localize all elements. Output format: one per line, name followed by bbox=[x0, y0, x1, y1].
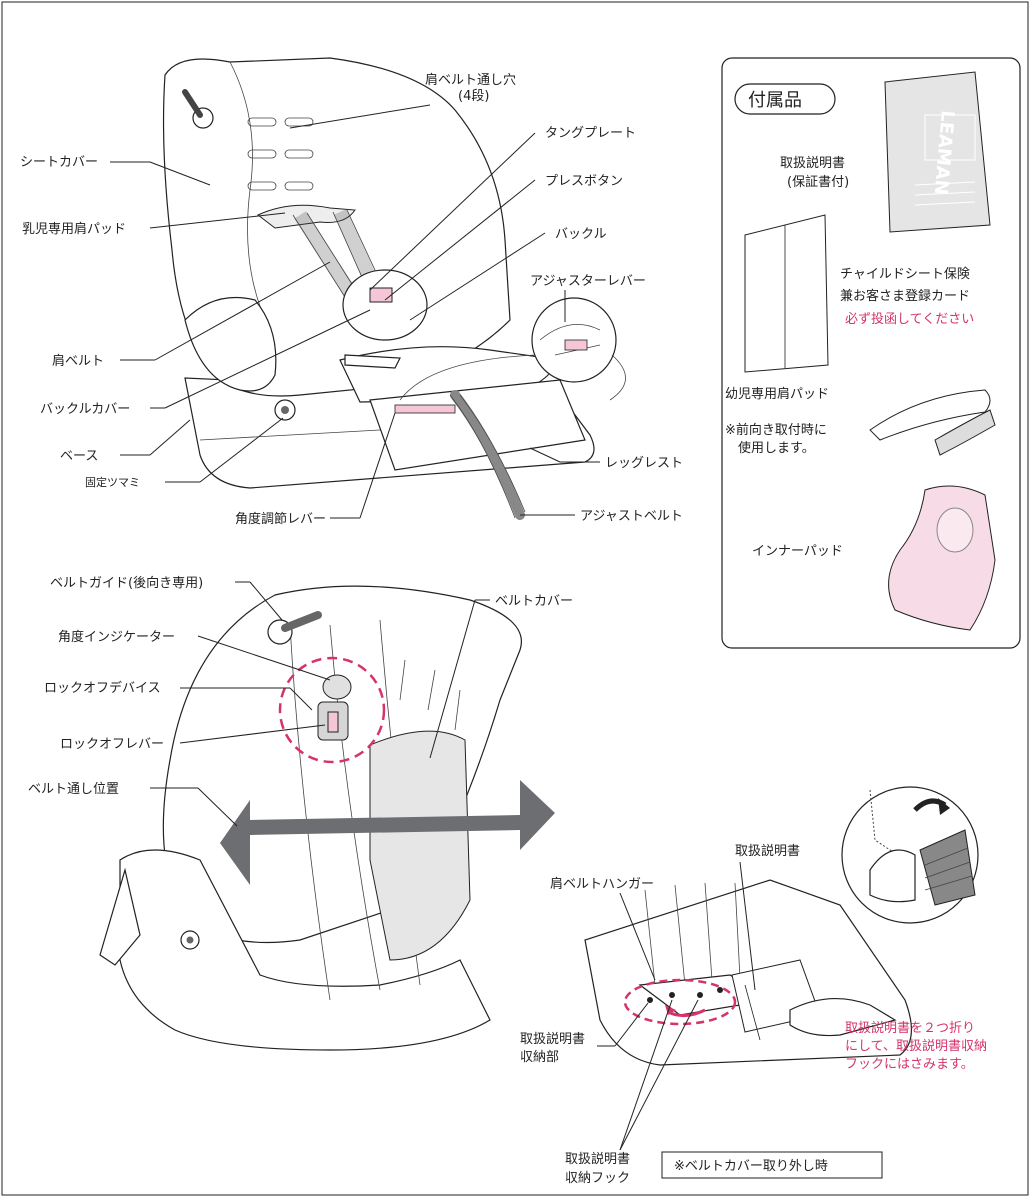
acc-card-note: 必ず投函してください bbox=[845, 311, 974, 327]
lower-seat-illustration bbox=[99, 585, 555, 1051]
label-leg-rest: レッグレスト bbox=[605, 456, 683, 471]
label-storage-area1: 取扱説明書 bbox=[520, 1031, 585, 1047]
label-storage-area2: 収納部 bbox=[520, 1050, 559, 1065]
acc-toddler-note1: ※前向き取付時に bbox=[725, 422, 827, 438]
acc-manual-sub: (保証書付) bbox=[787, 175, 849, 190]
label-buckle-cover: バックルカバー bbox=[40, 402, 130, 417]
label-angle-lever: 角度調節レバー bbox=[235, 511, 326, 527]
label-press-button: プレスボタン bbox=[545, 174, 623, 189]
label-adjust-belt: アジャストベルト bbox=[580, 509, 683, 524]
label-lockoff-lever: ロックオフレバー bbox=[60, 737, 164, 752]
label-pink-note1: 取扱説明書を２つ折り bbox=[845, 1020, 975, 1036]
top-labels: 肩ベルト通し穴 (4段) タングプレート プレスボタン バックル アジャスターレ… bbox=[20, 72, 683, 527]
label-belt-cover: ベルトカバー bbox=[495, 594, 573, 609]
storage-labels: 肩ベルトハンガー 取扱説明書 取扱説明書 収納部 取扱説明書 収納フック ※ベル… bbox=[520, 843, 987, 1186]
storage-leader-lines bbox=[597, 861, 756, 1151]
label-lockoff-device: ロックオフデバイス bbox=[44, 680, 161, 696]
manual-booklet-illustration: LEAMAN bbox=[884, 71, 991, 233]
label-fixing-knob: 固定ツマミ bbox=[85, 475, 140, 489]
acc-inner-pad: インナーパッド bbox=[752, 544, 843, 559]
storage-illustration bbox=[584, 786, 979, 1066]
acc-manual: 取扱説明書 bbox=[780, 155, 845, 171]
label-tongue-plate: タングプレート bbox=[545, 126, 636, 141]
label-belt-route: ベルト通し位置 bbox=[28, 782, 119, 797]
label-pink-note3: フックにはさみます。 bbox=[845, 1057, 974, 1072]
top-leader-lines bbox=[110, 104, 600, 519]
label-adjuster-lever: アジャスターレバー bbox=[530, 274, 646, 289]
label-storage-manual: 取扱説明書 bbox=[735, 843, 800, 859]
label-belt-guide: ベルトガイド(後向き専用) bbox=[50, 575, 203, 591]
accessories-title: 付属品 bbox=[748, 90, 802, 111]
label-angle-indicator: 角度インジケーター bbox=[58, 629, 175, 645]
label-seat-cover: シートカバー bbox=[20, 155, 98, 170]
label-base: ベース bbox=[60, 449, 98, 464]
acc-toddler-pad: 幼児専用肩パッド bbox=[725, 386, 829, 402]
label-shoulder-belt-slot: 肩ベルト通し穴 bbox=[425, 72, 516, 88]
label-shoulder-hanger: 肩ベルトハンガー bbox=[550, 876, 654, 892]
label-buckle: バックル bbox=[555, 227, 607, 242]
lower-leader-lines bbox=[150, 581, 490, 827]
lower-labels: ベルトガイド(後向き専用) 角度インジケーター ロックオフデバイス ロックオフレ… bbox=[28, 575, 573, 797]
acc-card-line2: 兼お客さま登録カード bbox=[840, 288, 970, 304]
label-infant-shoulder-pad: 乳児専用肩パッド bbox=[22, 221, 126, 237]
label-storage-hook1: 取扱説明書 bbox=[565, 1151, 630, 1167]
acc-toddler-note2: 使用します。 bbox=[738, 440, 815, 456]
label-shoulder-belt: 肩ベルト bbox=[52, 353, 104, 369]
label-storage-note: ※ベルトカバー取り外し時 bbox=[674, 1159, 828, 1174]
acc-card-line1: チャイルドシート保険 bbox=[840, 267, 970, 282]
label-pink-note2: にして、取扱説明書収納 bbox=[845, 1038, 987, 1054]
label-shoulder-belt-slot-sub: (4段) bbox=[458, 89, 489, 104]
label-storage-hook2: 収納フック bbox=[565, 1171, 630, 1186]
accessories-box: 付属品 LEAMAN 取扱説明書 (保証書付) チャイルドシート保険 兼お客さま… bbox=[721, 57, 1021, 649]
